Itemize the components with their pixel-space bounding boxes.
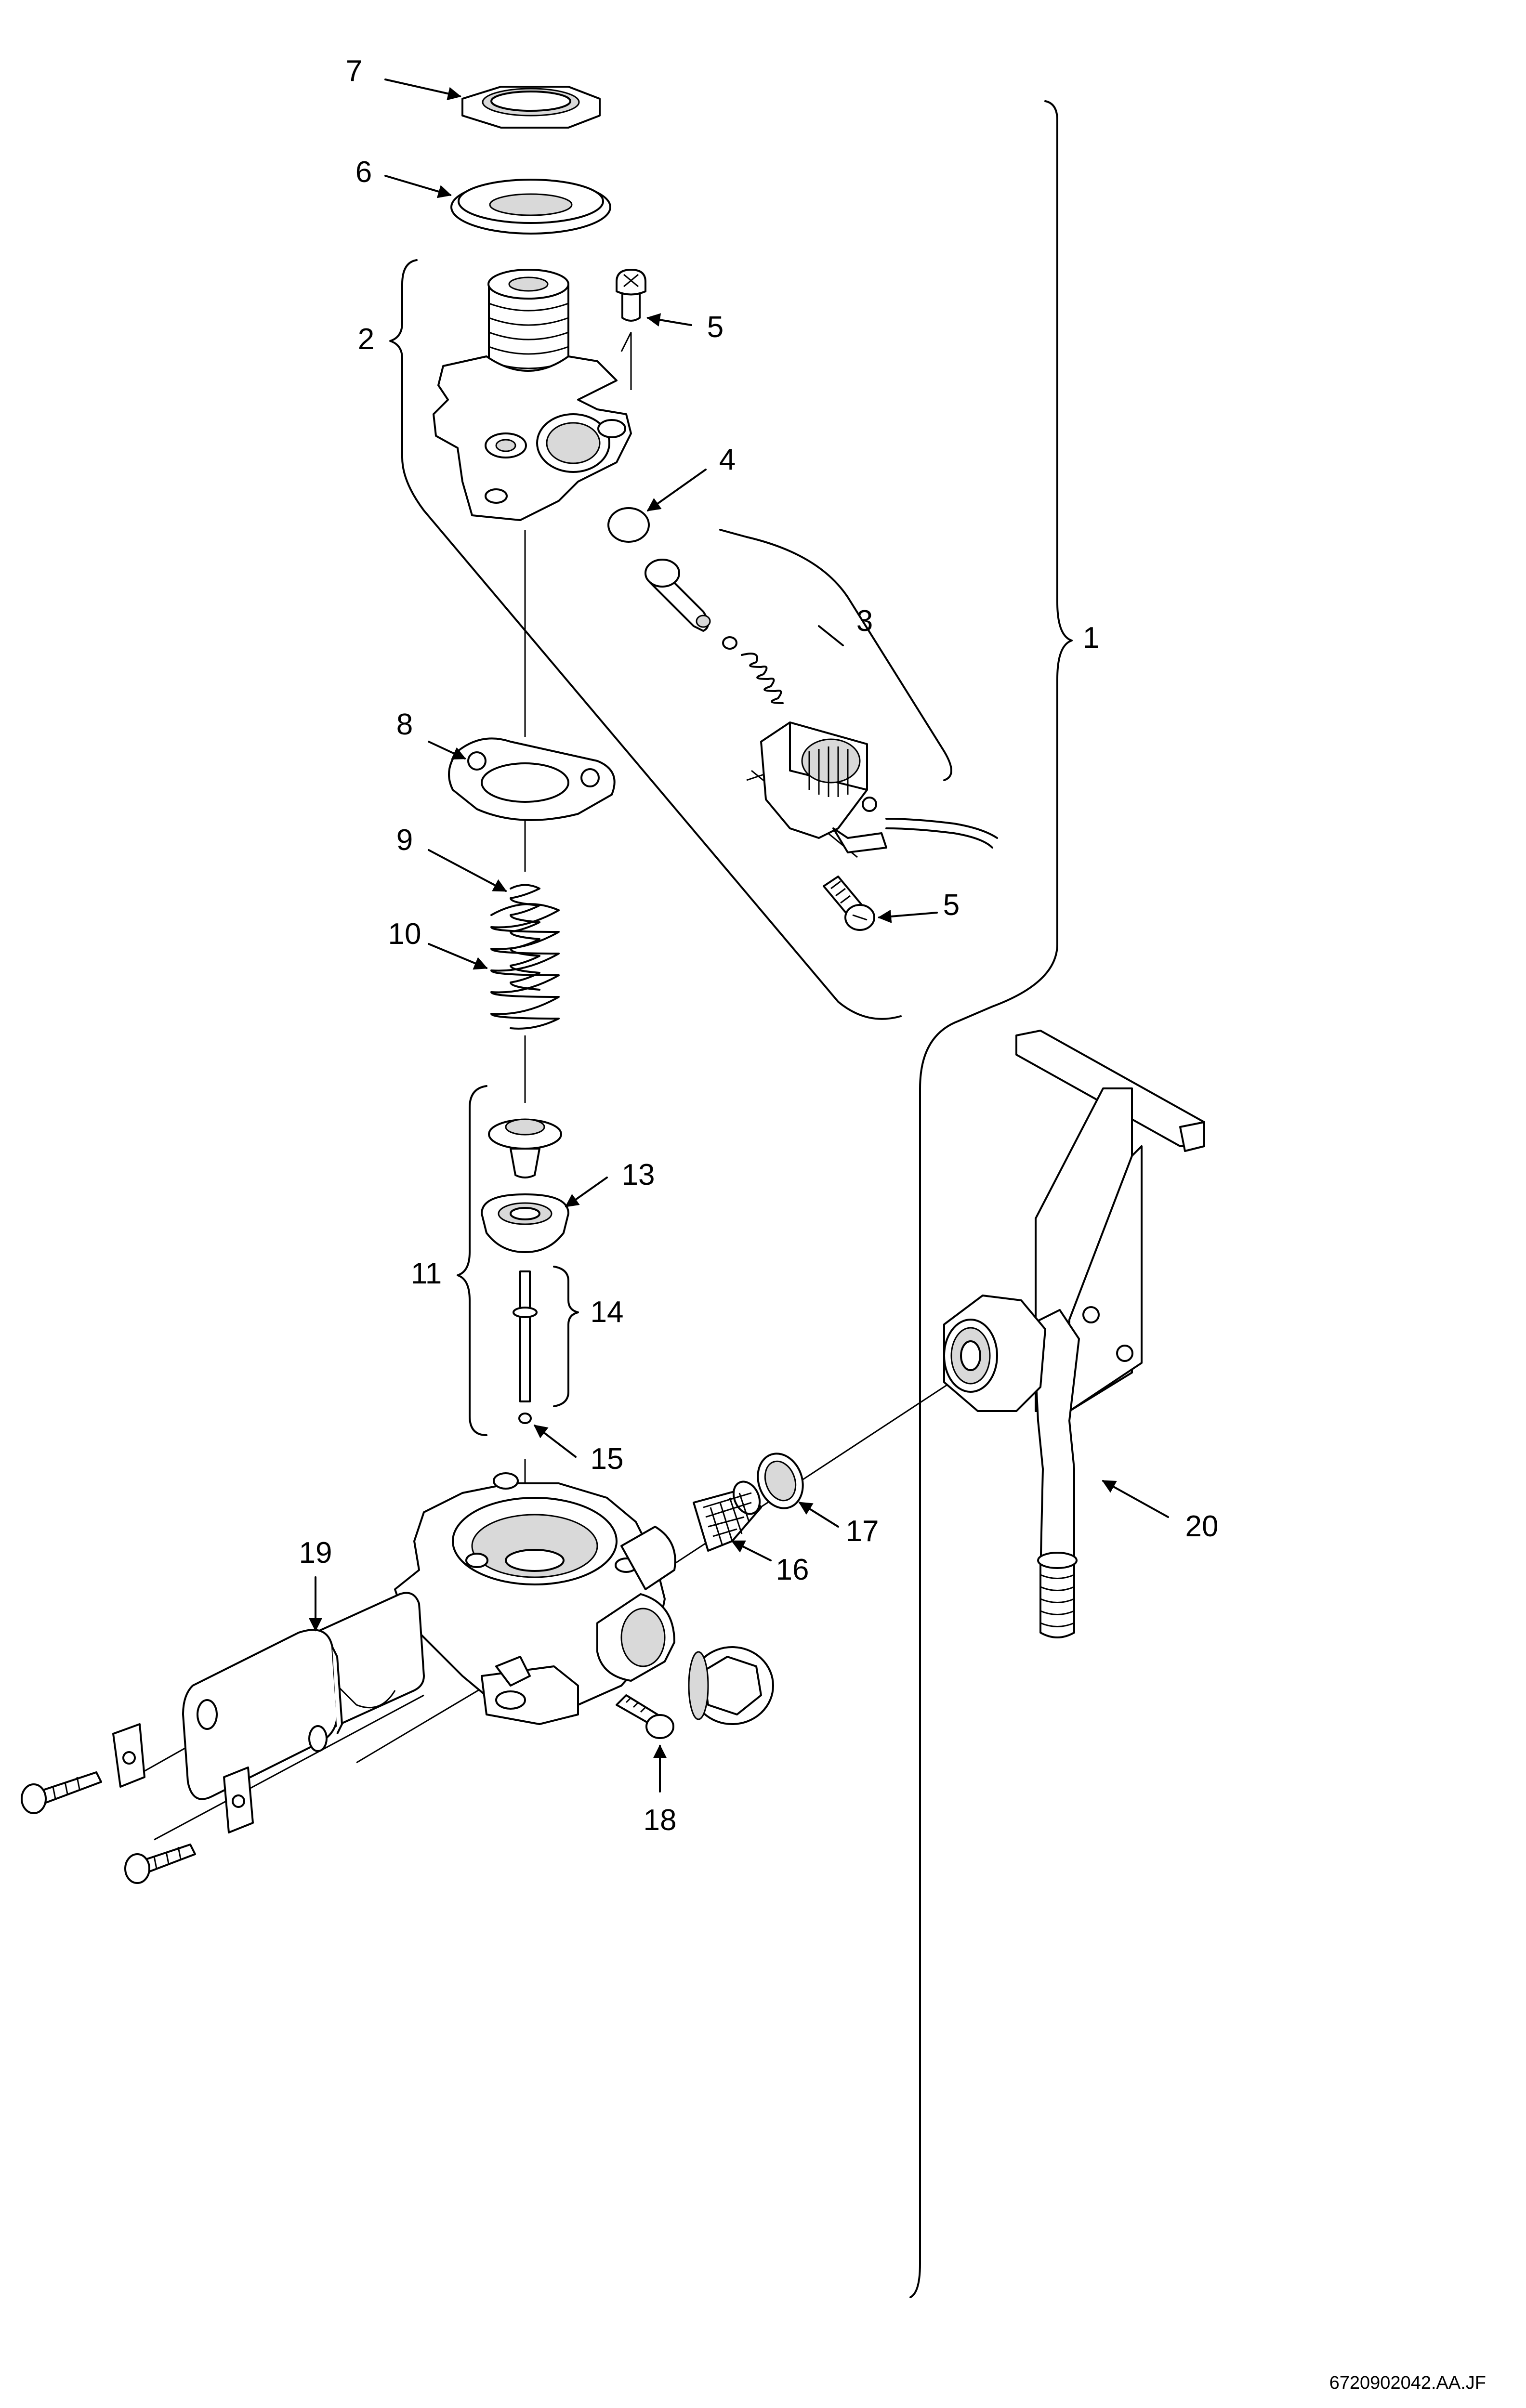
part-4-o-ring [607,507,650,543]
part-3-solenoid-coil [760,721,998,853]
leader-17 [798,1502,839,1528]
part-15-small-o-ring [518,1413,532,1424]
part-14-pin [513,1270,538,1402]
axis-screw-5a [620,332,632,352]
leader-7 [384,79,461,101]
leader-16 [731,1540,772,1561]
callout-5-top: 5 [707,311,724,344]
part-3-solenoid-plunger [645,559,711,632]
callout-15: 15 [591,1442,624,1476]
main-valve-body [394,1472,676,1725]
part-5-screw-top [616,269,646,322]
bracket-3 [719,529,952,781]
callout-17: 17 [846,1515,879,1548]
leader-9 [428,849,507,892]
callout-2: 2 [358,323,374,356]
leader-5a [646,313,692,327]
bracket-1 [909,100,1073,2298]
outlet-plug [688,1646,774,1725]
document-reference: 6720902042.AA.JF [1329,2373,1486,2393]
leader-13 [565,1177,608,1207]
part-13-diaphragm [481,1193,569,1253]
callout-13: 13 [622,1158,655,1191]
part-19-cover-plate [182,1629,343,1800]
leader-6 [384,175,452,198]
axis-inlet [657,1376,959,1576]
callout-5-lower: 5 [943,889,960,922]
part-9-small-spring [510,884,540,991]
part-3-small-washer [722,636,737,650]
part-20-inlet-pipe [943,1030,1205,1638]
bracket-2 [389,259,902,1020]
bracket-11 [457,1085,487,1436]
callout-19: 19 [299,1536,332,1570]
callout-18: 18 [644,1804,677,1837]
callout-4: 4 [719,443,736,476]
bracket-3-tip [818,625,844,646]
part-3-spring [741,653,784,704]
bracket-14 [553,1266,579,1407]
leader-15 [533,1425,577,1458]
part-18-screw [616,1694,674,1739]
part-11-valve-plate [488,1118,562,1178]
part-6-washer [450,179,611,235]
axis-screw-left-bottom [154,1694,424,1841]
part-10-large-spring [490,903,560,1030]
callout-8: 8 [396,708,413,741]
screw-left-top [21,1771,102,1814]
callout-1: 1 [1083,621,1099,654]
part-16-filter-sieve [693,1480,762,1552]
callout-16: 16 [776,1553,809,1586]
washer-plate-left-top [112,1723,145,1788]
washer-plate-left-bottom [223,1767,254,1833]
part-7-hex-nut [461,86,601,129]
leader-5b [878,909,938,923]
callout-7: 7 [346,54,362,88]
part-17-seal-ring [757,1453,804,1509]
part-8-gasket [448,737,616,821]
screw-left-bottom [124,1844,196,1884]
callout-14: 14 [591,1296,624,1329]
callout-20: 20 [1185,1510,1219,1543]
part-5-screw-lower [823,876,875,931]
leader-10 [428,943,488,970]
leader-4 [646,469,707,511]
part-2-valve-head [433,269,632,521]
leader-8 [428,741,466,760]
callout-6: 6 [355,156,372,189]
callout-3: 3 [856,604,873,638]
callout-10: 10 [388,917,421,951]
callout-11: 11 [411,1257,442,1290]
callout-9: 9 [396,824,413,857]
leader-20 [1102,1480,1169,1518]
